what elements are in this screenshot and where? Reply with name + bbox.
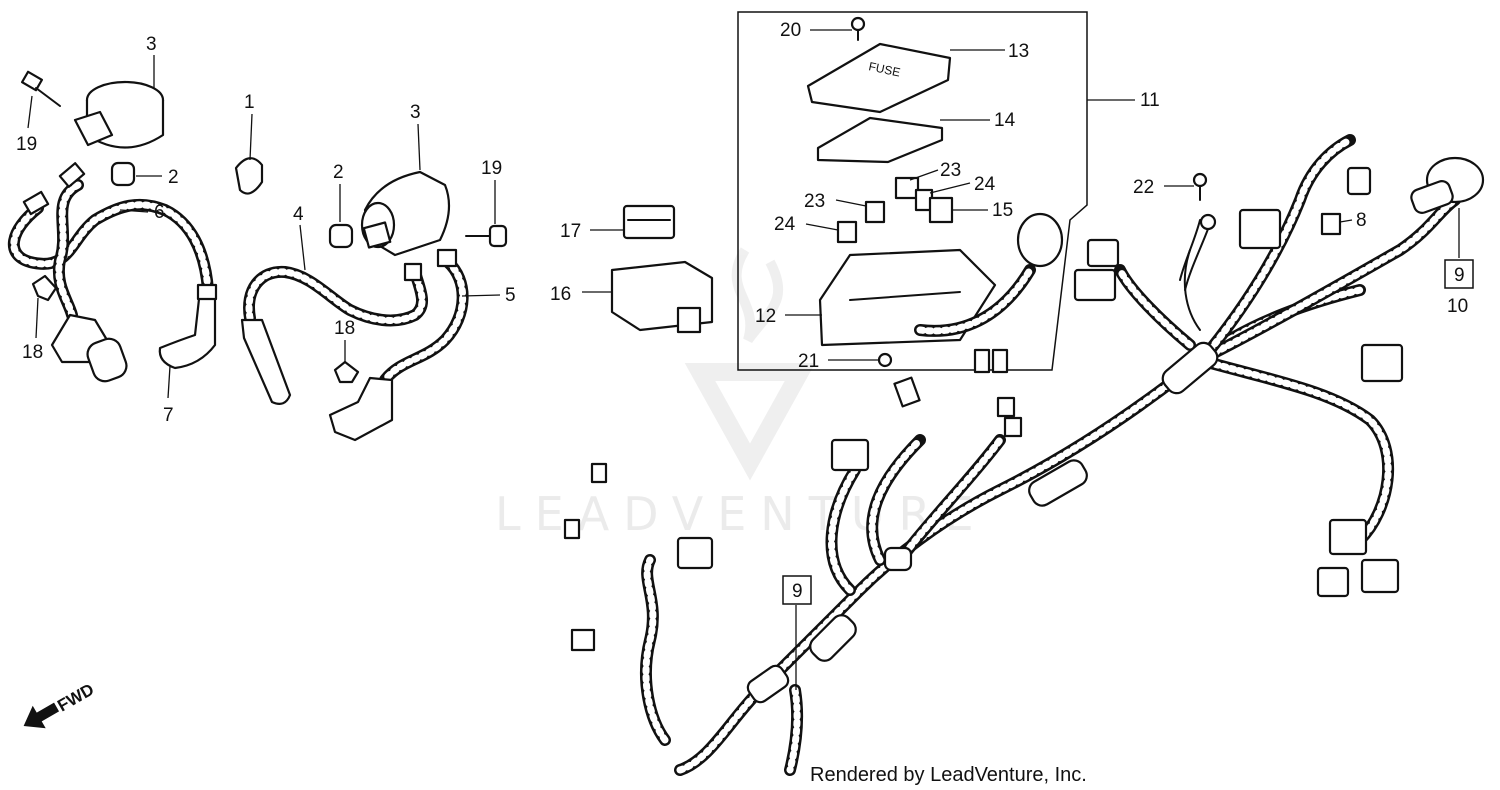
label-11: 11 <box>1140 90 1160 111</box>
label-7: 7 <box>163 405 174 426</box>
clamp-1 <box>234 157 264 195</box>
label-19-right: 19 <box>481 158 502 179</box>
harness-sleeves <box>746 341 1219 704</box>
fuse-box-12 <box>818 248 997 347</box>
relay-16 <box>610 260 714 334</box>
plug-cap-left <box>50 313 128 383</box>
label-22: 22 <box>1133 177 1154 198</box>
label-20: 20 <box>780 20 801 41</box>
label-15: 15 <box>992 200 1013 221</box>
label-24-lower: 24 <box>774 214 796 235</box>
fuse-box-group-outline <box>737 11 1088 371</box>
fuse-label: FUSE <box>867 59 901 79</box>
fuses-23-24 <box>836 176 934 244</box>
label-3-left: 3 <box>146 34 157 55</box>
label-9-lower: 9 <box>792 581 803 602</box>
fwd-arrow: FWD <box>23 680 97 729</box>
part-labels: 3 19 2 6 7 18 1 2 3 19 4 18 5 17 16 20 1… <box>16 20 1474 605</box>
nut-21 <box>877 352 893 368</box>
bolt-19-right <box>465 224 508 248</box>
label-21: 21 <box>798 351 819 372</box>
ignition-coil-left <box>73 80 165 149</box>
box-9-lower <box>782 575 812 605</box>
harness-connectors <box>563 156 1485 652</box>
label-24-upper: 24 <box>974 174 996 195</box>
label-13: 13 <box>1008 41 1029 62</box>
plug-wire-5 <box>328 248 469 442</box>
cap-2-right <box>328 223 354 249</box>
label-23-upper: 23 <box>940 160 961 181</box>
label-23-lower: 23 <box>804 191 825 212</box>
label-18-left: 18 <box>22 342 43 363</box>
fuse-cover-13: FUSE <box>806 42 952 114</box>
clip-18-right <box>333 360 360 384</box>
label-2-right: 2 <box>333 162 344 183</box>
label-10: 10 <box>1447 296 1468 317</box>
label-6: 6 <box>154 202 165 223</box>
label-4: 4 <box>293 204 304 225</box>
fuse-holder-15 <box>928 196 954 224</box>
cap-2-left <box>110 161 136 187</box>
credit-text: Rendered by LeadVenture, Inc. <box>810 764 1087 786</box>
leader-lines <box>27 29 1460 690</box>
label-2-left: 2 <box>168 167 179 188</box>
label-8: 8 <box>1356 210 1367 231</box>
ignition-coil-right <box>360 170 451 257</box>
label-9-right: 9 <box>1454 265 1465 286</box>
box-9-right <box>1444 259 1474 289</box>
label-18-right: 18 <box>334 318 355 339</box>
plug-wire-6 <box>7 162 214 321</box>
screw-22 <box>1184 172 1217 291</box>
label-12: 12 <box>755 306 776 327</box>
screw-20 <box>850 16 866 41</box>
label-5: 5 <box>505 285 516 306</box>
clip-18-left <box>31 274 58 302</box>
bolt-19-left <box>20 70 61 107</box>
leadventure-watermark: LEADVENTURE <box>495 247 974 541</box>
relay-17 <box>622 204 676 240</box>
label-1: 1 <box>244 92 255 113</box>
main-fuse-lead <box>914 212 1064 337</box>
plug-wire-4 <box>240 265 429 405</box>
label-3-right: 3 <box>410 102 421 123</box>
label-17: 17 <box>560 221 581 242</box>
label-16: 16 <box>550 284 571 305</box>
label-14: 14 <box>994 110 1016 131</box>
fuse-gasket-14 <box>816 116 944 164</box>
label-19-left: 19 <box>16 134 37 155</box>
fwd-label: FWD <box>54 680 97 716</box>
plug-cap-7 <box>158 283 218 370</box>
